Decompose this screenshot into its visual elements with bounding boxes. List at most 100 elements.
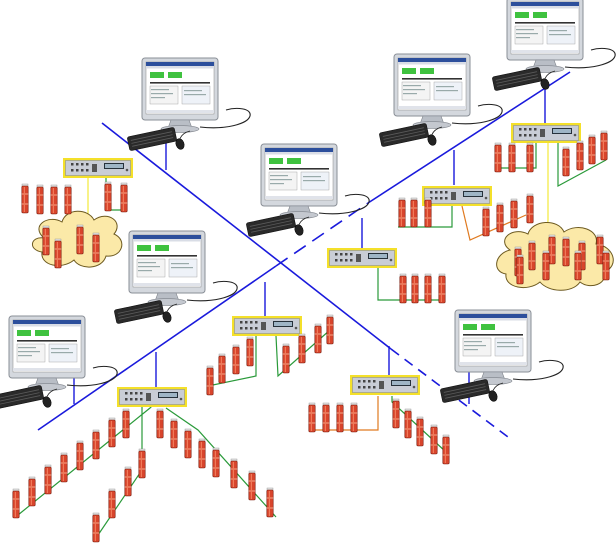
sensor [442, 434, 450, 465]
sensor [92, 429, 100, 460]
sensor-group-controller-3-left [206, 336, 254, 396]
sensor [76, 224, 84, 255]
sensor [92, 512, 100, 543]
sensor [138, 448, 146, 479]
sensor [108, 417, 116, 448]
sensor [350, 402, 358, 433]
sensor [156, 408, 164, 439]
sensor [416, 416, 424, 447]
sensor [528, 240, 536, 271]
sensor [424, 273, 432, 304]
sensor [510, 198, 518, 229]
controller-2 [116, 386, 188, 408]
sensor-group-controller-7-left [494, 142, 534, 173]
workstation-5 [378, 53, 503, 148]
sensor [206, 365, 214, 396]
sensor [36, 184, 44, 215]
sensor [198, 438, 206, 469]
sensor [64, 184, 72, 215]
sensor [314, 323, 322, 354]
sensor [508, 142, 516, 173]
sensor-group-controller-5-right [392, 398, 450, 465]
controller-6 [421, 185, 493, 207]
sensor [574, 250, 582, 281]
sensor [482, 206, 490, 237]
sensor [596, 234, 604, 265]
sensor-group-controller-5-left [308, 402, 358, 433]
sensor [602, 250, 610, 281]
trunk-line-b [37, 265, 277, 431]
sensor [548, 234, 556, 265]
sensor [28, 476, 36, 507]
sensor [526, 193, 534, 224]
sensor [42, 225, 50, 256]
trunk-line-b-dashed [275, 202, 369, 267]
sensor [562, 236, 570, 267]
sensor [430, 424, 438, 455]
sensor-group-controller-1 [21, 181, 128, 215]
sensor [104, 181, 112, 212]
sensor [170, 418, 178, 449]
sensor [404, 408, 412, 439]
sensor [124, 466, 132, 497]
sensor-group-branch-sw-2 [92, 448, 146, 543]
sensor [54, 238, 62, 269]
sensor [282, 343, 290, 374]
controller-1 [62, 157, 134, 179]
sensor [50, 184, 58, 215]
controller-4 [326, 247, 398, 269]
sensor [44, 464, 52, 495]
sensor [76, 440, 84, 471]
sensor-group-controller-4 [399, 273, 446, 304]
workstation-2 [245, 143, 370, 238]
workstation-7 [439, 309, 564, 404]
sensor [120, 182, 128, 213]
sensor [108, 488, 116, 519]
sensor [588, 134, 596, 165]
sensor [516, 254, 524, 285]
sensor [266, 487, 274, 518]
sensor [232, 344, 240, 375]
sensor [494, 142, 502, 173]
sensor [411, 273, 419, 304]
sensor [308, 402, 316, 433]
workstation-3 [113, 230, 238, 325]
sensor [248, 470, 256, 501]
sensor [542, 250, 550, 281]
sensor [246, 336, 254, 367]
controller-7 [510, 122, 582, 144]
sensor [326, 314, 334, 345]
sensor [562, 146, 570, 177]
sensor [576, 140, 584, 171]
sensor [60, 452, 68, 483]
sensor [526, 142, 534, 173]
sensor [600, 130, 608, 161]
sensor [496, 202, 504, 233]
controller-3 [231, 315, 303, 337]
sensor-group-controller-6-left [398, 197, 432, 228]
sensor [392, 398, 400, 429]
controller-5 [349, 374, 421, 396]
sensor [399, 273, 407, 304]
sensor [122, 408, 130, 439]
workstation-4 [0, 315, 118, 410]
workstation-1 [126, 57, 251, 152]
sensor [410, 197, 418, 228]
sensor [230, 458, 238, 489]
sensor [92, 232, 100, 263]
sensor [21, 183, 29, 214]
sensor [218, 353, 226, 384]
trunk-line-b-upper [367, 71, 571, 204]
sensor [398, 197, 406, 228]
workstation-6 [491, 0, 616, 92]
sensor [322, 402, 330, 433]
sensor [438, 273, 446, 304]
sensor [12, 488, 20, 519]
trunk-line-a [101, 122, 392, 350]
sensor [336, 402, 344, 433]
sensor-group-branch-se-1 [156, 408, 274, 518]
sensor [212, 447, 220, 478]
sensor [424, 197, 432, 228]
